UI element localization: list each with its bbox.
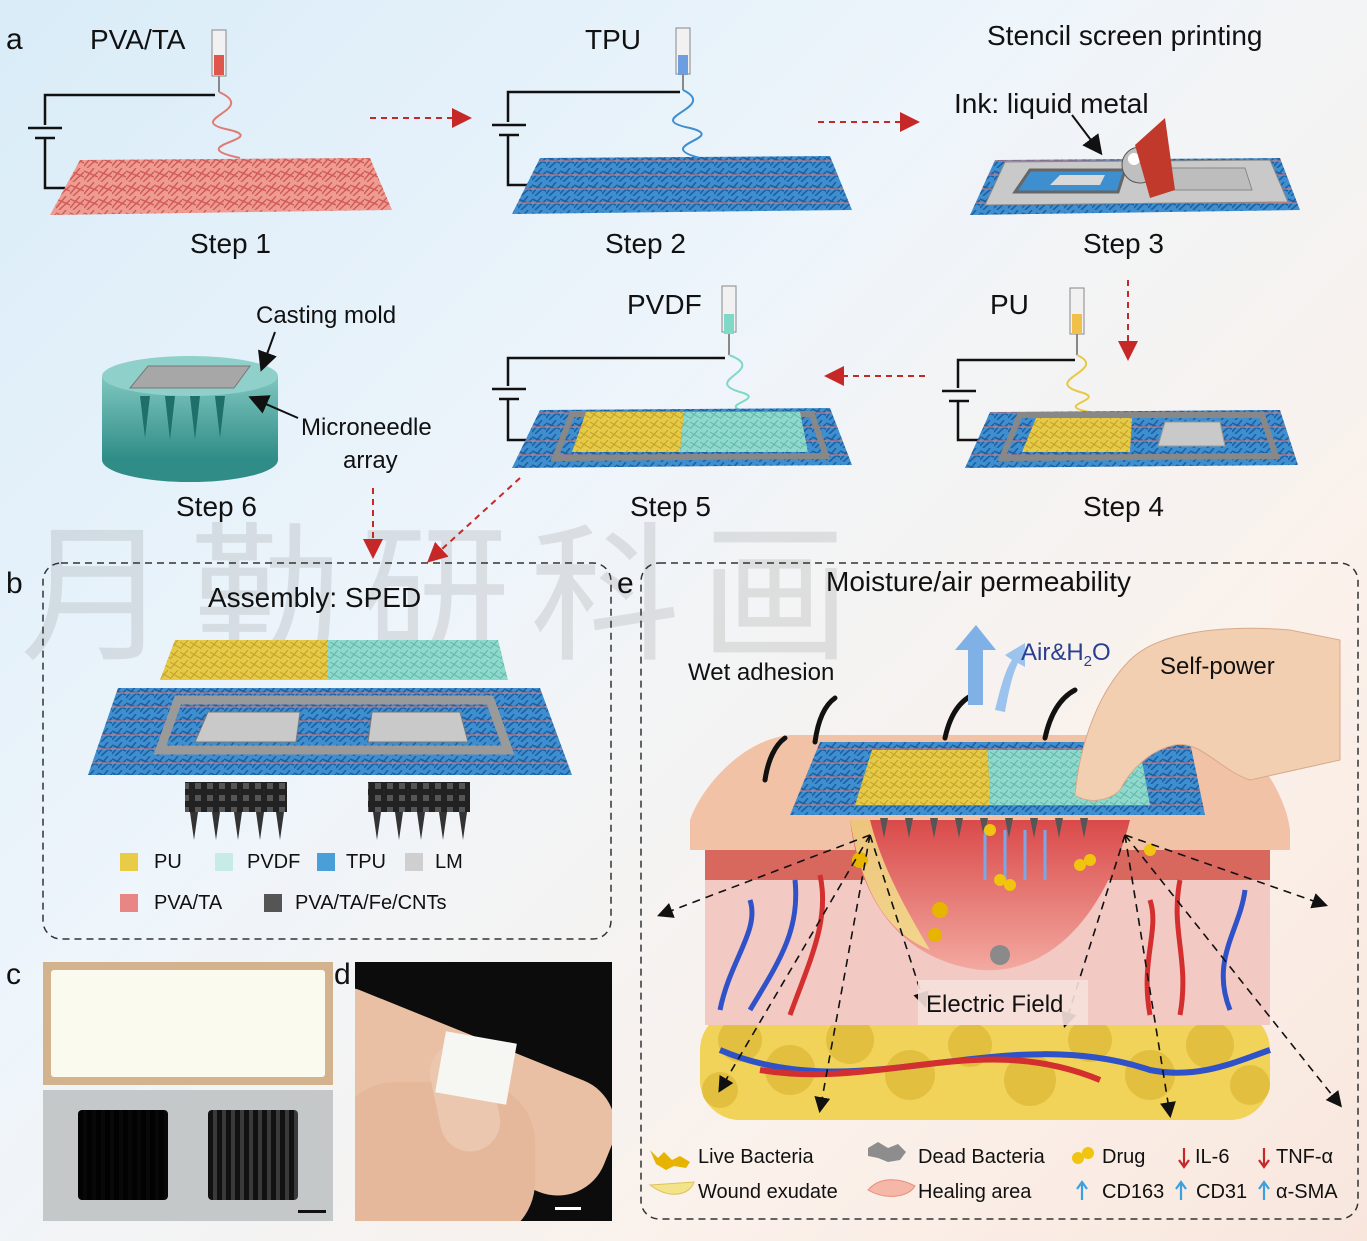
legend-healing-area: Healing area [918,1181,1032,1203]
step5-material: PVDF [627,289,702,320]
electric-field-label: Electric Field [926,991,1064,1018]
panel-b-label: b [6,567,23,600]
legend-e-icons [648,1142,1270,1200]
cd31-up-arrow-icon [1175,1180,1187,1200]
panel-a-label: a [6,23,23,56]
legend-swatch-tpu [317,853,335,871]
photo-c-top [43,962,333,1085]
step1-label: Step 1 [190,228,271,259]
legend-il6: IL-6 [1195,1146,1230,1168]
legend-cd163: CD163 [1102,1181,1165,1203]
step3-label: Step 3 [1083,228,1164,259]
panel-e-title: Moisture/air permeability [826,566,1131,597]
photo-d [355,962,612,1221]
white-patch [435,1031,517,1105]
legend-tnf: TNF-α [1276,1146,1334,1168]
legend-sma: α-SMA [1276,1181,1338,1203]
legend-wound-exudate: Wound exudate [698,1181,838,1203]
air-h2o-label: Air&H2O [1021,639,1111,670]
assembly-title: Assembly: SPED [208,582,422,613]
il6-down-arrow-icon [1178,1148,1190,1169]
step5-label: Step 5 [630,491,711,522]
legend-b-swatches [120,853,423,912]
step6-label: Step 6 [176,491,257,522]
microneedle-patch-right [208,1110,298,1200]
legend-swatch-pvata [120,894,138,912]
scale-bar-d [555,1207,581,1210]
assembly-illustration [88,640,572,840]
legend-label-tpu: TPU [346,851,386,873]
panel-e-box [640,562,1359,1220]
step3-title: Stencil screen printing [987,20,1263,51]
step3-illustration [970,114,1300,215]
step1-material: PVA/TA [90,24,186,55]
legend-swatch-lm [405,853,423,871]
legend-live-bacteria: Live Bacteria [698,1146,814,1168]
step5-illustration [492,285,852,468]
tnf-down-arrow-icon [1258,1148,1270,1169]
wound-exudate-icon [648,1181,695,1195]
legend-drug: Drug [1102,1146,1146,1168]
panel-c-label: c [6,958,21,991]
step6-needle-line1: Microneedle [301,414,432,441]
scale-bar-c [298,1210,326,1213]
panel-d-label: d [334,958,351,991]
step6-mold-label: Casting mold [256,302,397,329]
legend-label-pvata-fe-cnts: PVA/TA/Fe/CNTs [295,892,447,914]
sma-up-arrow-icon [1258,1180,1270,1200]
healing-area-icon [867,1179,916,1197]
legend-label-pvdf: PVDF [247,851,301,873]
step3-ink: Ink: liquid metal [954,88,1149,119]
legend-dead-bacteria: Dead Bacteria [918,1146,1045,1168]
panel-b-box [42,562,612,940]
legend-label-pu: PU [154,851,182,873]
dead-bacteria-icon [868,1142,906,1162]
legend-swatch-pvdf [215,853,233,871]
wet-adhesion-label: Wet adhesion [688,659,835,686]
step1-illustration [28,29,392,215]
microneedle-patch-left [78,1110,168,1200]
legend-cd31: CD31 [1196,1181,1248,1203]
legend-swatch-pu [120,853,138,871]
step6-illustration [102,331,299,482]
panel-e-label: e [617,567,634,600]
step4-label: Step 4 [1083,491,1164,522]
step6-needle-line2: array [343,447,398,474]
step4-material: PU [990,289,1029,320]
self-power-label: Self-power [1160,653,1275,680]
photo-c-bottom [43,1090,333,1221]
cd163-up-arrow-icon [1076,1180,1088,1200]
legend-label-lm: LM [435,851,463,873]
step4-illustration [942,287,1298,468]
step2-material: TPU [585,24,641,55]
legend-swatch-pvata-fe-cnts [264,894,282,912]
step2-label: Step 2 [605,228,686,259]
legend-label-pvata: PVA/TA [154,892,223,914]
live-bacteria-icon [650,1150,690,1170]
step2-illustration [492,27,852,214]
wound-illustration [657,625,1342,1120]
drug-icon [1072,1147,1094,1164]
arrow-5-assembly [427,477,521,563]
